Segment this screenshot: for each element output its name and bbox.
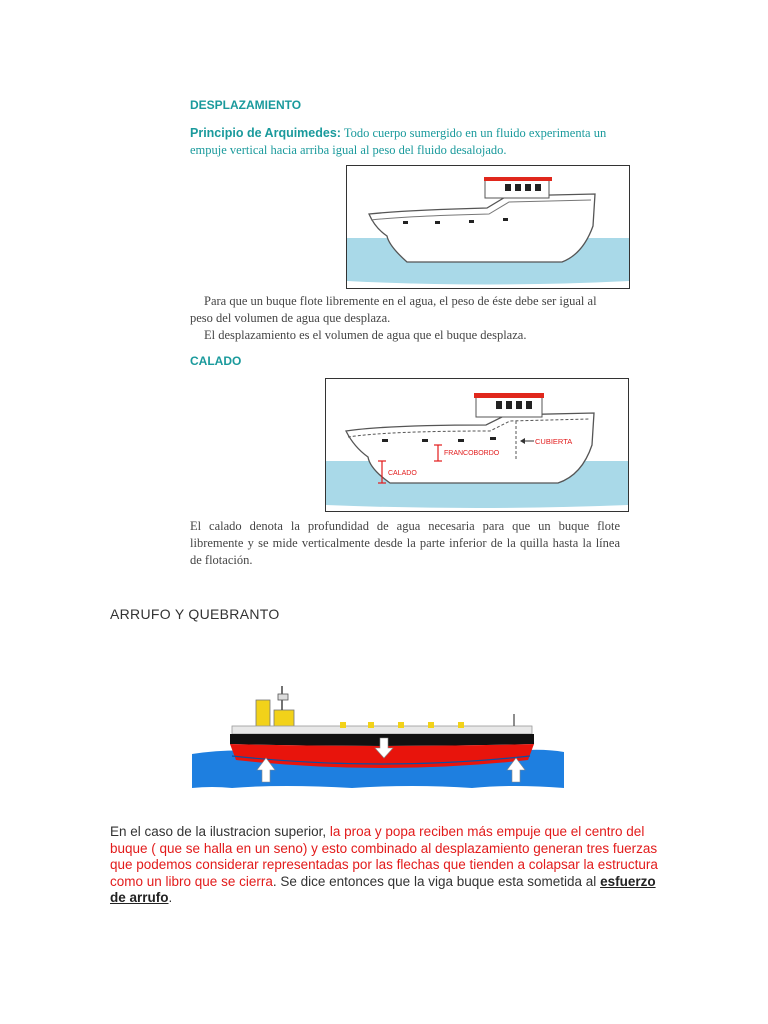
porthole [382,439,388,442]
cabin-window [496,401,502,409]
mast-platform [277,693,289,701]
arrufo-end: . [168,890,173,905]
hull-line [370,199,592,221]
porthole [458,439,464,442]
displacement-paragraph: Para que un buque flote libremente en el… [190,293,620,344]
francobordo-label: FRANCOBORDO [444,450,500,457]
porthole [403,221,408,224]
porthole [435,221,440,224]
cabin-window [526,401,532,409]
calado-label: CALADO [388,470,417,477]
sagging-ship-illustration [192,686,564,788]
para-line: El desplazamiento es el volumen de agua … [204,328,527,342]
principle-text: Principio de Arquimedes: Todo cuerpo sum… [190,125,610,159]
cabin-window [506,401,512,409]
esfuerzo-de-arrufo-link[interactable]: esfuerzo de arrufo [110,873,656,906]
displacement-ship-svg [347,177,629,285]
arrufo-heading: ARRUFO Y QUEBRANTO [110,606,280,622]
hatch [458,722,464,728]
hatch [398,722,404,728]
waterline [231,755,531,765]
arrufo-highlight: la proa y popa reciben más empuje que el… [110,824,658,889]
para-line: Para que un buque flote libremente en el… [204,294,597,308]
cabin-window [515,184,521,191]
porthole [469,220,474,223]
arrow-down-icon [374,737,394,759]
cabin-roof [474,393,544,398]
arrow-up-icon [256,757,276,783]
principle-line2: empuje vertical hacia arriba igual al pe… [190,143,507,157]
draft-ship-svg: FRANCOBORDO CUBIERTA CALADO [326,393,628,508]
para-line: libremente y se mide verticalmente desde… [190,536,620,550]
principle-line1: Todo cuerpo sumergido en un fluido exper… [340,126,607,140]
deck-line [347,418,591,438]
para-line: de flotación. [190,553,253,567]
porthole [503,218,508,221]
arrow-up-icon [506,757,526,783]
cabin-window [525,184,531,191]
cubierta-label: CUBIERTA [535,437,572,446]
arrufo-paragraph: En el caso de la ilustracion superior, l… [110,824,665,907]
cabin-window [505,184,511,191]
ship-deck [231,725,533,735]
cabin-window [535,184,541,191]
calado-heading: CALADO [190,354,242,368]
porthole [490,437,496,440]
principle-label: Principio de Arquimedes: [190,126,341,140]
para-line: peso del volumen de agua que desplaza. [190,311,391,325]
para-line: El calado denota la profundidad de agua … [190,519,620,533]
hatch [428,722,434,728]
hatch [368,722,374,728]
arrufo-intro: En el caso de la ilustracion superior, [110,824,330,839]
hatch [340,722,346,728]
desplazamiento-heading: DESPLAZAMIENTO [190,98,302,112]
cabin-window [516,401,522,409]
draft-paragraph: El calado denota la profundidad de agua … [190,518,620,569]
cubierta-arrowhead [520,438,525,444]
ship-hull [345,412,595,484]
displacement-diagram [346,165,630,289]
ship-hull [368,193,596,263]
arrufo-after: . Se dice entonces que la viga buque est… [272,873,601,889]
draft-diagram: FRANCOBORDO CUBIERTA CALADO [325,378,629,512]
cabin-roof [484,177,552,181]
porthole [422,439,428,442]
